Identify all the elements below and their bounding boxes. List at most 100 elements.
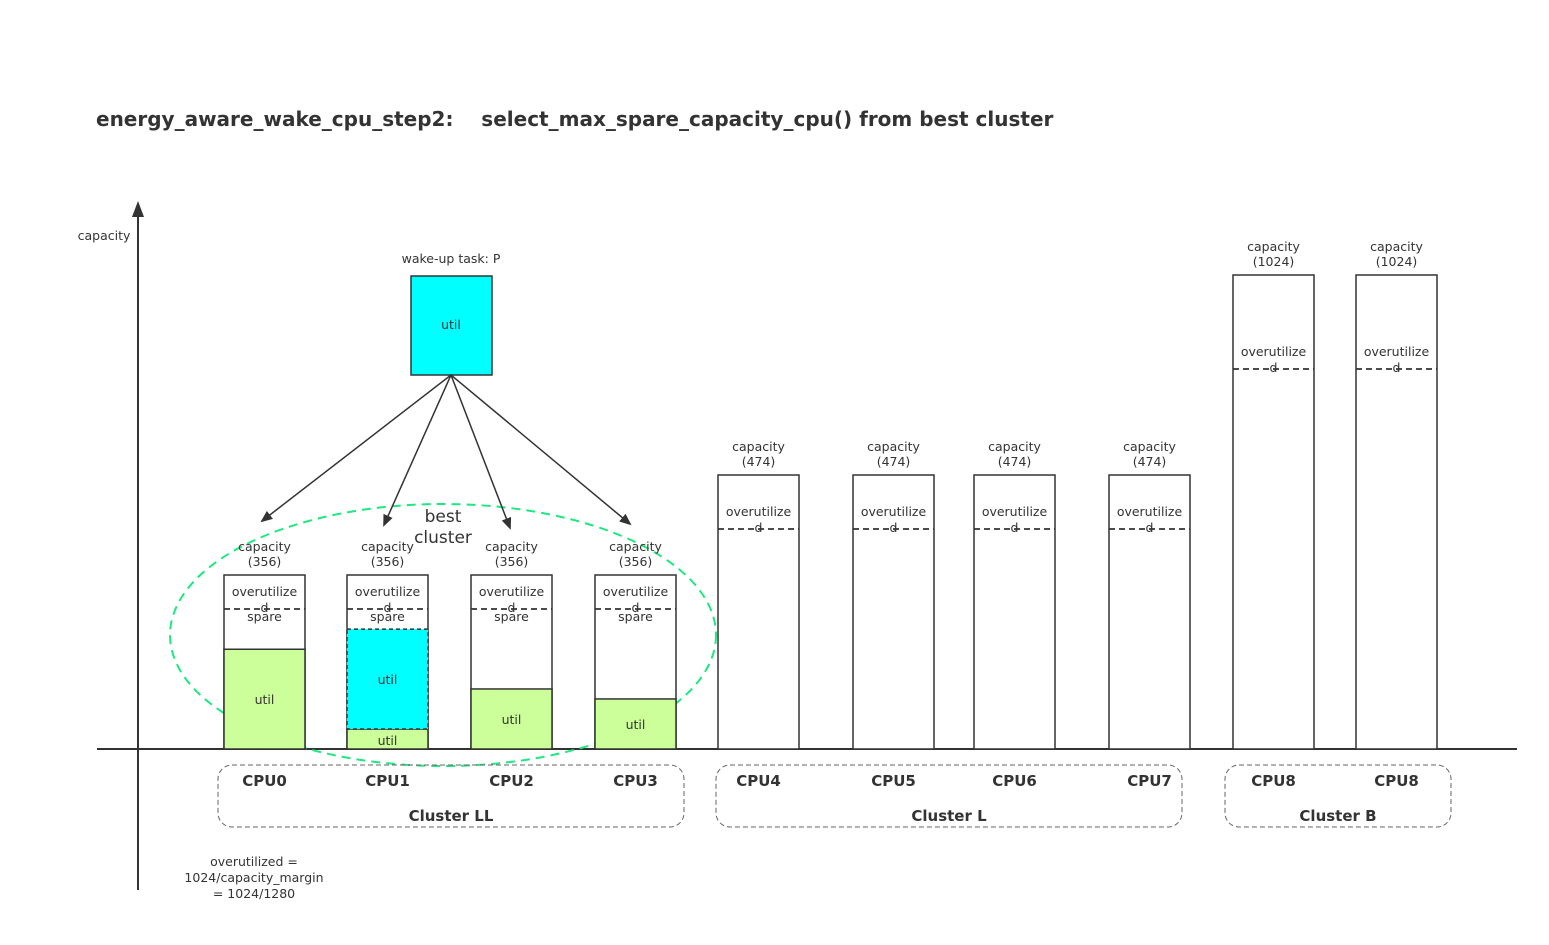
cpu-task-util-label: util [378,672,398,687]
cpu-capacity-label: capacity [1370,239,1423,254]
cpu-overutilized-label: overutilize [355,584,421,599]
cpu-capacity-value: (474) [877,454,911,469]
cpu-overutilized-label: overutilize [861,504,927,519]
cpu-capacity-label: capacity [609,539,662,554]
cpu-overutilized-label: overutilize [1364,344,1430,359]
cpu-overutilized-label-cont: d [261,600,269,615]
cpu-capacity-box [1108,474,1191,750]
cpu-name-label: CPU0 [242,772,287,790]
arrow-to-cpu3 [450,374,632,526]
cpu-overutilized-label-cont: d [890,520,898,535]
cluster-b: Cluster B [1224,764,1452,828]
note-line3: = 1024/1280 [213,886,295,901]
cpu-overutilized-label-cont: d [508,600,516,615]
arrow-to-cpu1 [383,374,452,527]
cpu-overutilized-label: overutilize [1241,344,1307,359]
cpu-capacity-label: capacity [988,439,1041,454]
cpu-name-label: CPU4 [736,772,781,790]
cluster-ll-label: Cluster LL [409,807,494,825]
cpu-spare-label: spare [370,609,405,624]
cluster-b-label: Cluster B [1299,807,1376,825]
arrow-to-cpu2 [450,374,512,530]
arrow-to-cpu0 [260,374,452,523]
cpu-overutilized-label-cont: d [1146,520,1154,535]
cpu-capacity-box [973,474,1056,750]
cpu-overutilized-label-cont: d [632,600,640,615]
cpu-spare-label: spare [618,609,653,624]
cpu-name-label: CPU6 [992,772,1037,790]
cpu-capacity-label: capacity [238,539,291,554]
cpu-name-label: CPU8 [1374,772,1419,790]
cpu-capacity-label: capacity [485,539,538,554]
cpu-capacity-value: (474) [1133,454,1167,469]
cpu-capacity-value: (1024) [1253,254,1295,269]
cpu-overutilized-label-cont: d [1270,360,1278,375]
best-cluster-ellipse [169,503,717,767]
cpu-overutilized-label: overutilize [479,584,545,599]
task-label: wake-up task: P [402,251,501,266]
cpu-util-bar [470,688,553,750]
cpu-overutilized-label: overutilize [603,584,669,599]
cluster-l-label: Cluster L [911,807,987,825]
cpu-capacity-value: (474) [998,454,1032,469]
y-axis-arrow-icon [132,201,144,217]
cpu-name-label: CPU3 [613,772,658,790]
cpu-capacity-label: capacity [1247,239,1300,254]
cpu-capacity-value: (356) [371,554,405,569]
cpu-util-label: util [255,692,275,707]
cpu-overutilized-label-cont: d [384,600,392,615]
cpu-overutilized-label-cont: d [1011,520,1019,535]
y-axis-label: capacity [78,228,131,243]
cpu-capacity-value: (356) [248,554,282,569]
cluster-ll-box [217,764,685,828]
best-cluster-label-line1: best [425,507,462,527]
cpu-capacity-label: capacity [867,439,920,454]
cpu-capacity-value: (356) [495,554,529,569]
cpu-capacity-box [1232,274,1315,750]
cpu-overutilized-label: overutilize [982,504,1048,519]
cpu-name-label: CPU5 [871,772,916,790]
cpu-capacity-label: capacity [361,539,414,554]
cpu-columns: capacity(356)utiloverutilizedspareCPU0ca… [223,239,1438,790]
cpu-spare-label: spare [247,609,282,624]
cpu-overutilized-label: overutilize [1117,504,1183,519]
cpu-capacity-box [717,474,800,750]
cpu-util-label: util [626,717,646,732]
task-util-label: util [441,317,461,332]
cpu-capacity-value: (356) [619,554,653,569]
cpu-overutilized-label: overutilize [726,504,792,519]
cpu-capacity-value: (1024) [1376,254,1418,269]
cluster-b-box [1224,764,1452,828]
cpu-overutilized-label: overutilize [232,584,298,599]
cpu-capacity-label: capacity [732,439,785,454]
best-cluster-label-line2: cluster [414,528,472,548]
cpu-util-bar [223,648,306,750]
cluster-ll: Cluster LL [217,764,685,828]
cpu-column-1: capacity(356)utilutiloverutilizedspareCP… [346,539,429,790]
cluster-l: Cluster L [715,764,1183,828]
cpu-name-label: CPU2 [489,772,534,790]
cpu-capacity-box [1355,274,1438,750]
cpu-spare-label: spare [494,609,529,624]
cpu-util-label: util [378,733,398,748]
cpu-capacity-label: capacity [1123,439,1176,454]
cpu-overutilized-label-cont: d [1393,360,1401,375]
cpu-overutilized-label-cont: d [755,520,763,535]
cpu-capacity-value: (474) [742,454,776,469]
cpu-util-bar [594,698,677,750]
task-box [410,275,493,376]
note-line2: 1024/capacity_margin [184,870,323,885]
cpu-name-label: CPU7 [1127,772,1172,790]
cpu-capacity-box [852,474,935,750]
note-line1: overutilized = [210,854,298,869]
